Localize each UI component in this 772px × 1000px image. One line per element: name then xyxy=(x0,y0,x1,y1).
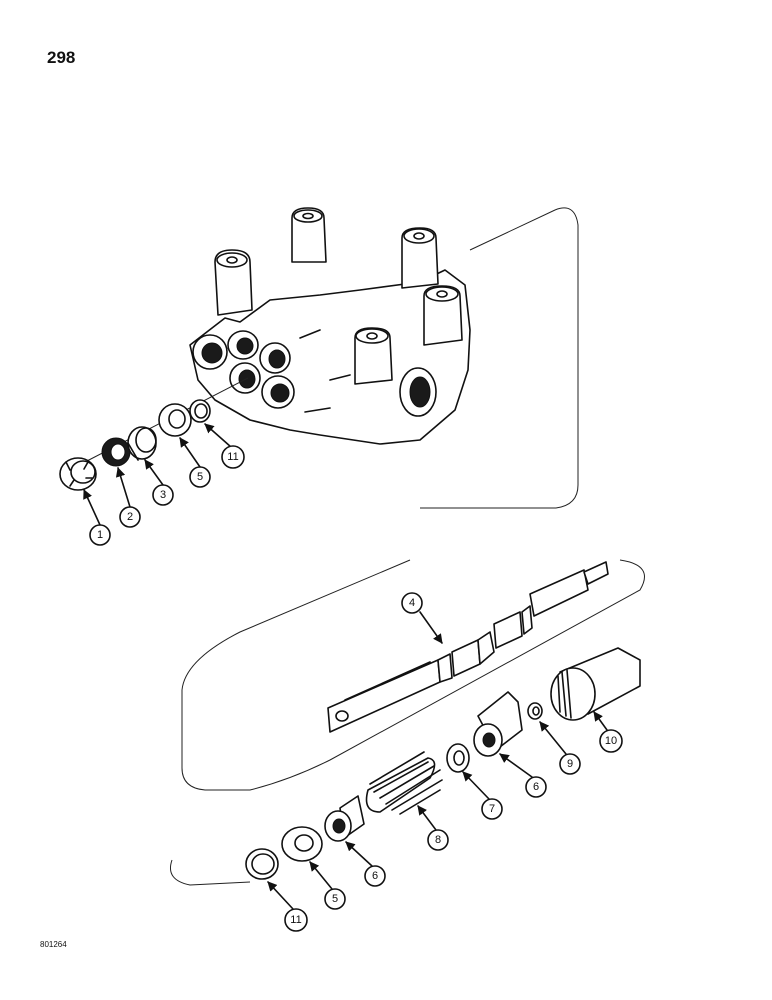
callout-11a: 11 xyxy=(204,423,245,469)
part-10-cap xyxy=(550,647,641,721)
svg-text:6: 6 xyxy=(372,870,378,882)
callout-9: 9 xyxy=(539,721,581,775)
svg-text:2: 2 xyxy=(127,511,133,523)
part-8-spring xyxy=(365,751,443,815)
svg-text:6: 6 xyxy=(533,781,539,793)
svg-text:3: 3 xyxy=(160,489,166,501)
svg-text:4: 4 xyxy=(409,597,415,609)
part-3-bushing xyxy=(127,426,157,461)
svg-text:7: 7 xyxy=(489,803,495,815)
callout-1: 1 xyxy=(83,489,111,546)
part-2-ring xyxy=(101,437,131,467)
svg-text:9: 9 xyxy=(567,758,573,770)
part-6-spring-seat-lower xyxy=(324,795,365,842)
part-5-washer-lower xyxy=(281,826,323,862)
part-1-nut xyxy=(59,457,97,491)
valve-body xyxy=(189,207,471,445)
callout-6b: 6 xyxy=(345,841,386,887)
callout-11b: 11 xyxy=(267,881,308,932)
callout-5a: 5 xyxy=(179,437,211,488)
part-9-snap-ring xyxy=(527,702,543,720)
svg-text:5: 5 xyxy=(332,893,338,905)
part-11-oring-lower xyxy=(245,848,279,880)
callout-4: 4 xyxy=(401,592,443,644)
part-7-washer xyxy=(446,743,470,773)
upper-group-outline xyxy=(420,207,579,509)
callout-3: 3 xyxy=(144,459,174,506)
svg-text:10: 10 xyxy=(605,735,617,747)
svg-text:11: 11 xyxy=(290,914,301,926)
part-6-spring-seat-upper xyxy=(473,691,523,757)
part-4-spool xyxy=(327,561,609,733)
callout-10: 10 xyxy=(593,711,623,753)
part-5-washer-upper xyxy=(158,403,192,437)
svg-text:1: 1 xyxy=(97,529,103,541)
callout-2: 2 xyxy=(115,467,141,528)
callout-8: 8 xyxy=(417,805,449,851)
callout-6a: 6 xyxy=(499,753,547,798)
spool-group-outline xyxy=(170,559,645,886)
figure-code: 801264 xyxy=(40,940,67,949)
part-11-oring-upper xyxy=(189,399,211,423)
svg-text:11: 11 xyxy=(227,451,238,463)
svg-text:5: 5 xyxy=(197,471,203,483)
callout-5b: 5 xyxy=(309,861,346,910)
callout-7: 7 xyxy=(462,771,503,820)
page-number: 298 xyxy=(47,48,76,67)
svg-text:8: 8 xyxy=(435,834,441,846)
